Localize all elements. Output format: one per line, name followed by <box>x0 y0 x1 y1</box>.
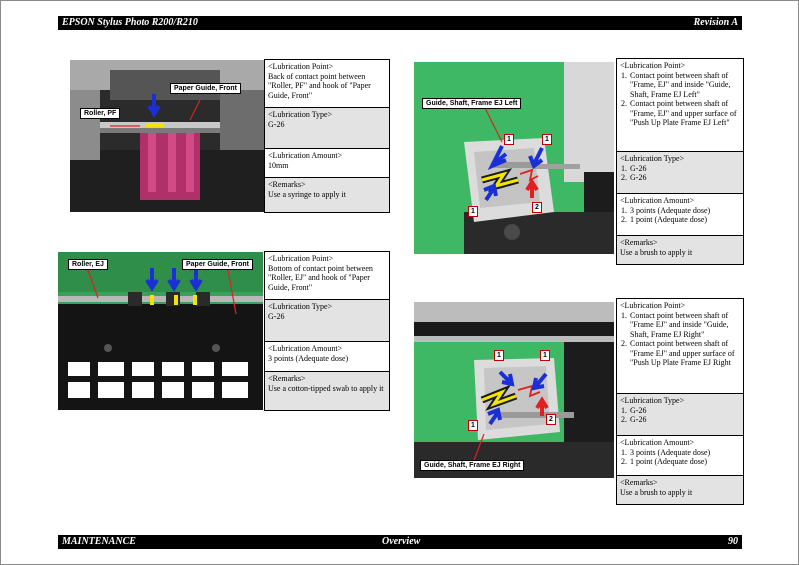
remarks-heading: <Remarks> <box>620 478 658 487</box>
point-heading: <Lubrication Point> <box>268 254 334 263</box>
footer-topic: Overview <box>382 536 421 547</box>
point-heading: <Lubrication Point> <box>620 61 686 70</box>
list-item: 2.G-26 <box>621 173 647 182</box>
label-paper-guide-front: Paper Guide, Front <box>170 83 242 94</box>
marker-2: 2 <box>532 202 542 213</box>
list-item: 2.Contact point between shaft of "Frame,… <box>621 99 737 127</box>
remarks-text: Use a brush to apply it <box>620 487 693 497</box>
amount-list: 1.3 points (Adequate dose) 2.1 point (Ad… <box>620 448 740 467</box>
type-heading: <Lubrication Type> <box>620 396 685 405</box>
remarks-row: <Remarks> Use a brush to apply it <box>617 476 743 504</box>
label-paper-guide-front: Paper Guide, Front <box>182 259 254 270</box>
remarks-text: Use a brush to apply it <box>620 247 693 257</box>
list-item: 1.G-26 <box>621 163 647 173</box>
amount-row: <Lubrication Amount> 3 points (Adequate … <box>265 342 389 372</box>
point-text: Bottom of contact point between "Roller,… <box>268 263 373 292</box>
type-list: 1.G-26 2.G-26 <box>620 406 740 425</box>
lubrication-table-3: <Lubrication Point> 1.Contact point betw… <box>616 58 744 265</box>
marker-1: 1 <box>494 350 504 361</box>
type-text: G-26 <box>268 311 285 321</box>
type-text: G-26 <box>268 119 285 129</box>
photo-roller-pf-illustration <box>70 60 264 212</box>
amount-row: <Lubrication Amount> 1.3 points (Adequat… <box>617 436 743 476</box>
lubrication-table-1: <Lubrication Point> Back of contact poin… <box>264 59 390 213</box>
remarks-heading: <Remarks> <box>620 238 658 247</box>
list-item: 2.1 point (Adequate dose) <box>621 215 708 224</box>
amount-heading: <Lubrication Amount> <box>268 344 343 353</box>
manual-title: EPSON Stylus Photo R200/R210 <box>62 17 198 28</box>
lubrication-table-2: <Lubrication Point> Bottom of contact po… <box>264 251 390 411</box>
photo-guide-shaft-left: Guide, Shaft, Frame EJ Left 1 1 1 2 <box>414 62 614 254</box>
remarks-row: <Remarks> Use a brush to apply it <box>617 236 743 264</box>
type-row: <Lubrication Type> G-26 <box>265 108 389 149</box>
type-row: <Lubrication Type> 1.G-26 2.G-26 <box>617 394 743 436</box>
remarks-row: <Remarks> Use a syringe to apply it <box>265 178 389 212</box>
photo-roller-ej-illustration <box>58 252 263 410</box>
marker-2: 2 <box>546 414 556 425</box>
list-item: 2.Contact point between shaft of "Frame … <box>621 339 735 367</box>
point-list: 1.Contact point between shaft of "Frame … <box>620 311 740 368</box>
amount-list: 1.3 points (Adequate dose) 2.1 point (Ad… <box>620 206 740 225</box>
list-item: 1.3 points (Adequate dose) <box>621 205 711 215</box>
remarks-text: Use a syringe to apply it <box>268 189 346 199</box>
photo-guide-shaft-right: 1 1 1 2 Guide, Shaft, Frame EJ Right <box>414 302 614 478</box>
point-text: Back of contact point between "Roller, P… <box>268 71 371 100</box>
label-guide-shaft-frame-ej-left: Guide, Shaft, Frame EJ Left <box>422 98 522 109</box>
photo-roller-pf: Paper Guide, Front Roller, PF <box>70 60 264 212</box>
label-roller-ej: Roller, EJ <box>68 259 108 270</box>
type-list: 1.G-26 2.G-26 <box>620 164 740 183</box>
type-row: <Lubrication Type> 1.G-26 2.G-26 <box>617 152 743 194</box>
amount-text: 10mm <box>268 160 289 170</box>
remarks-row: <Remarks> Use a cotton-tipped swab to ap… <box>265 372 389 410</box>
remarks-heading: <Remarks> <box>268 180 306 189</box>
header-bar: EPSON Stylus Photo R200/R210 Revision A <box>58 16 742 30</box>
marker-1: 1 <box>540 350 550 361</box>
footer-bar: MAINTENANCE Overview 90 <box>58 535 742 549</box>
revision-label: Revision A <box>693 17 738 28</box>
footer-section: MAINTENANCE <box>62 536 136 547</box>
marker-1: 1 <box>542 134 552 145</box>
type-heading: <Lubrication Type> <box>268 110 333 119</box>
page-number: 90 <box>728 536 738 547</box>
marker-1: 1 <box>504 134 514 145</box>
list-item: 1.3 points (Adequate dose) <box>621 447 711 457</box>
list-item: 1.Contact point between shaft of "Frame … <box>621 310 729 339</box>
photo-guide-shaft-left-illustration <box>414 62 614 254</box>
point-row: <Lubrication Point> Bottom of contact po… <box>265 252 389 300</box>
marker-1: 1 <box>468 420 478 431</box>
list-item: 1.Contact point between shaft of "Frame,… <box>621 70 731 99</box>
label-roller-pf: Roller, PF <box>80 108 121 119</box>
point-row: <Lubrication Point> 1.Contact point betw… <box>617 299 743 394</box>
list-item: 2.1 point (Adequate dose) <box>621 457 708 466</box>
lubrication-table-4: <Lubrication Point> 1.Contact point betw… <box>616 298 744 505</box>
marker-1: 1 <box>468 206 478 217</box>
point-list: 1.Contact point between shaft of "Frame,… <box>620 71 740 128</box>
type-heading: <Lubrication Type> <box>268 302 333 311</box>
amount-row: <Lubrication Amount> 1.3 points (Adequat… <box>617 194 743 236</box>
amount-row: <Lubrication Amount> 10mm <box>265 149 389 178</box>
amount-heading: <Lubrication Amount> <box>620 438 695 447</box>
remarks-text: Use a cotton-tipped swab to apply it <box>268 383 384 393</box>
point-row: <Lubrication Point> Back of contact poin… <box>265 60 389 108</box>
label-guide-shaft-frame-ej-right: Guide, Shaft, Frame EJ Right <box>420 460 525 471</box>
amount-heading: <Lubrication Amount> <box>620 196 695 205</box>
point-row: <Lubrication Point> 1.Contact point betw… <box>617 59 743 152</box>
type-row: <Lubrication Type> G-26 <box>265 300 389 342</box>
list-item: 2.G-26 <box>621 415 647 424</box>
amount-heading: <Lubrication Amount> <box>268 151 343 160</box>
point-heading: <Lubrication Point> <box>620 301 686 310</box>
point-heading: <Lubrication Point> <box>268 62 334 71</box>
amount-text: 3 points (Adequate dose) <box>268 353 349 363</box>
list-item: 1.G-26 <box>621 405 647 415</box>
photo-roller-ej: Roller, EJ Paper Guide, Front <box>58 252 263 410</box>
photo-guide-shaft-right-illustration <box>414 302 614 478</box>
remarks-heading: <Remarks> <box>268 374 306 383</box>
type-heading: <Lubrication Type> <box>620 154 685 163</box>
